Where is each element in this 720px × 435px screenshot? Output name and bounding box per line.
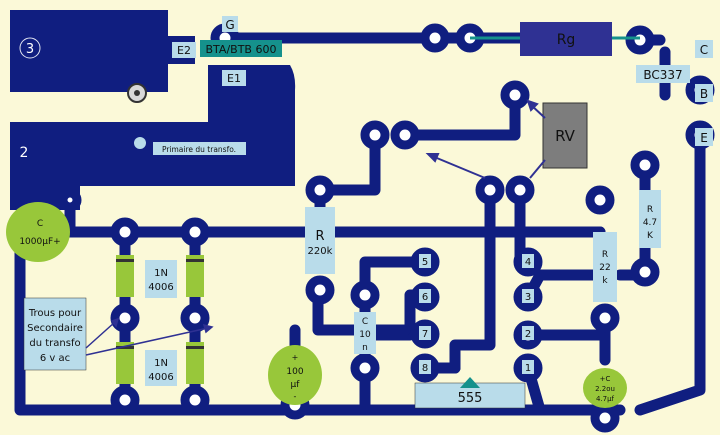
- trous-line2: Secondaire: [27, 323, 83, 334]
- pin-3-label: 3: [525, 292, 531, 303]
- r47-line1: R: [647, 205, 653, 215]
- trous-line3: du transfo: [29, 338, 80, 349]
- c100-line4: -: [294, 392, 297, 401]
- pad-e2-label: E2: [177, 44, 191, 57]
- c1000-capacitor: [6, 202, 70, 262]
- pad-e1-label: E1: [227, 72, 241, 85]
- r47-resistor: [639, 190, 661, 248]
- ic-notch-icon: [460, 377, 480, 388]
- rv-label: RV: [555, 127, 576, 145]
- triac-label: BTA/BTB 600: [206, 43, 277, 56]
- c10-line2: 10: [359, 330, 371, 340]
- r22-line2: 22: [599, 263, 610, 273]
- pin-7-label: 7: [422, 329, 428, 340]
- ic-pin-labels: 5 6 7 8 4 3 2 1: [419, 254, 534, 374]
- r22-line3: k: [602, 276, 608, 286]
- rv-trimmer: [542, 102, 588, 169]
- r22-line1: R: [602, 250, 608, 260]
- primaire-label: Primaire du transfo.: [162, 145, 236, 154]
- trous-line1: Trous pour: [28, 308, 82, 319]
- rg-label: Rg: [557, 32, 576, 48]
- transistor-label: BC337: [643, 68, 682, 82]
- diodes: [116, 255, 204, 384]
- r220-resistor: [305, 207, 335, 274]
- c10-line3: n: [362, 343, 368, 353]
- zone-2-label: 2: [20, 145, 29, 161]
- diode-bot-line2: 4006: [148, 372, 173, 383]
- c100-line2: 100: [286, 367, 303, 377]
- pad-b-label: B: [700, 87, 708, 101]
- c1000-line1: C: [37, 219, 43, 229]
- c100-capacitor: [268, 345, 322, 405]
- rv-arrows: [425, 99, 546, 179]
- triac-body: [200, 40, 282, 57]
- c22-capacitor: [583, 368, 627, 408]
- trous-arrows: [85, 317, 214, 356]
- copper-areas: [10, 10, 296, 210]
- c1000-line2: 1000µF+: [19, 237, 60, 247]
- r47-line3: K: [647, 231, 654, 241]
- pad-c-label: C: [700, 43, 708, 57]
- c22-line1: +C: [600, 375, 611, 383]
- r22-resistor: [593, 232, 617, 302]
- trous-box: [23, 297, 87, 371]
- pad-g-label: G: [225, 18, 234, 32]
- pin-5-label: 5: [422, 257, 428, 268]
- pin-8-label: 8: [422, 363, 428, 374]
- rg-resistor: [520, 22, 612, 56]
- diode-bot-line1: 1N: [154, 358, 168, 369]
- pad-e-label: E: [700, 131, 708, 145]
- r220-value: 220k: [308, 246, 333, 257]
- pin-1-label: 1: [525, 363, 531, 374]
- c10-line1: C: [362, 317, 368, 327]
- trous-line4: 6 v ac: [40, 353, 70, 364]
- diode-top-line2: 4006: [148, 282, 173, 293]
- pin-6-label: 6: [422, 292, 428, 303]
- zone-3-label: 3: [26, 42, 34, 57]
- c22-line3: 4.7µf: [596, 395, 615, 403]
- r47-line2: 4.7: [643, 218, 657, 228]
- pin-4-label: 4: [525, 257, 531, 268]
- pin-2-label: 2: [525, 329, 531, 340]
- c22-line2: 2.2ou: [595, 385, 615, 393]
- r220-name: R: [315, 229, 324, 244]
- c100-line1: +: [292, 353, 299, 362]
- ic-label: 555: [458, 391, 483, 406]
- diode-top-line1: 1N: [154, 268, 168, 279]
- c100-line3: µf: [291, 380, 301, 390]
- c10n-capacitor: [354, 312, 376, 354]
